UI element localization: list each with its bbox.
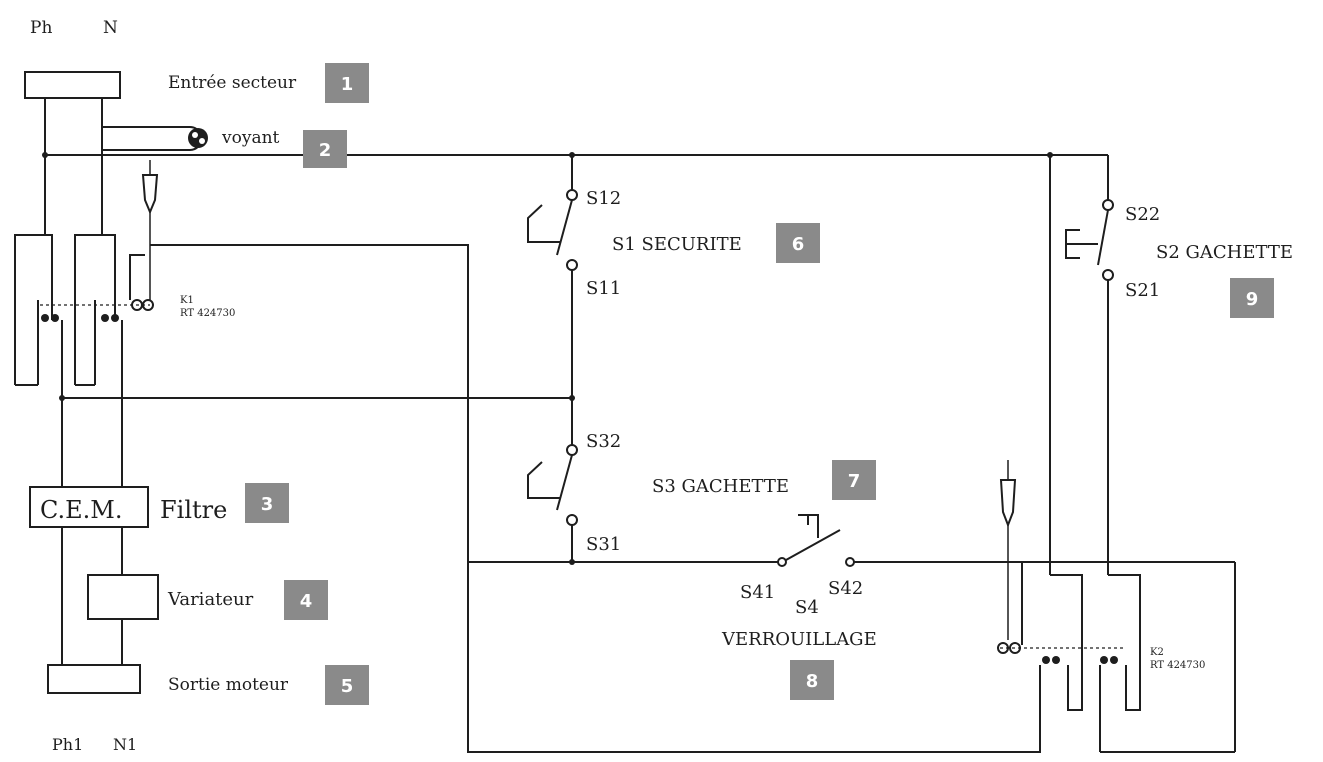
s2-label: S2 GACHETTE [1156,242,1293,263]
s32-label: S32 [586,431,621,452]
s2-pushbutton-icon [1065,229,1098,259]
svg-text:2: 2 [319,140,332,161]
badge-3: 3 [245,483,289,523]
badge-1: 1 [325,63,369,103]
svg-text:8: 8 [806,671,819,692]
s42-label: S42 [828,578,863,599]
s1-pushbutton-icon [527,204,560,243]
k1-contact-left [14,234,53,385]
k1-coil-icon [141,174,159,215]
mains-input-block [24,71,121,99]
emc-label: C.E.M. [40,496,123,524]
s12-label: S12 [586,188,621,209]
badge-9: 9 [1230,278,1274,318]
emc-filter-box [29,486,149,528]
n1-label: N1 [113,735,137,754]
s4-switch-blade [785,529,841,561]
svg-text:9: 9 [1246,289,1259,310]
badge-5: 5 [325,665,369,705]
lock-label: VERROUILLAGE [721,629,877,650]
s1-label: S1 SECURITE [612,234,742,255]
k2-coil-icon [999,479,1017,528]
svg-text:5: 5 [341,676,354,697]
k1-contact-right [74,234,116,385]
badge-6: 6 [776,223,820,263]
k1-ref-label: RT 424730 [180,308,235,319]
s11-label: S11 [586,278,621,299]
phase-label: Ph [30,18,52,38]
s4-label: S4 [795,597,819,618]
indicator-lamp-icon [188,128,208,148]
s3-label: S3 GACHETTE [652,476,789,497]
s3-pushbutton-icon [527,461,560,499]
s41-label: S41 [740,582,775,603]
badge-7: 7 [832,460,876,500]
badge-8: 8 [790,660,834,700]
k2-ref-label: RT 424730 [1150,660,1205,671]
speed-controller-label: Variateur [167,589,254,610]
k2-contact-right [1108,574,1141,711]
speed-controller-box [87,574,159,620]
k2-label: K2 [1150,647,1164,658]
k1-label: K1 [180,295,194,306]
s21-label: S21 [1125,280,1160,301]
s31-label: S31 [586,534,621,555]
svg-text:7: 7 [848,471,861,492]
svg-text:3: 3 [261,494,274,515]
neutral-label: N [103,18,118,38]
badge-2: 2 [303,130,347,168]
k1-aux-wire [150,244,1041,753]
badge-4: 4 [284,580,328,620]
motor-output-label: Sortie moteur [168,675,289,695]
svg-text:6: 6 [792,234,805,255]
svg-text:4: 4 [300,591,313,612]
s1-switch-blade [556,199,573,256]
motor-output-block [47,664,141,694]
k2-contact-left [1050,574,1083,711]
indicator-label: voyant [221,128,280,148]
s3-switch-blade [556,454,573,511]
svg-text:1: 1 [341,74,354,95]
ph1-label: Ph1 [52,735,83,754]
s22-label: S22 [1125,204,1160,225]
filter-label: Filtre [160,496,227,524]
mains-input-label: Entrée secteur [168,73,297,93]
s4-lock-icon [798,514,819,538]
s2-switch-blade [1097,209,1109,266]
